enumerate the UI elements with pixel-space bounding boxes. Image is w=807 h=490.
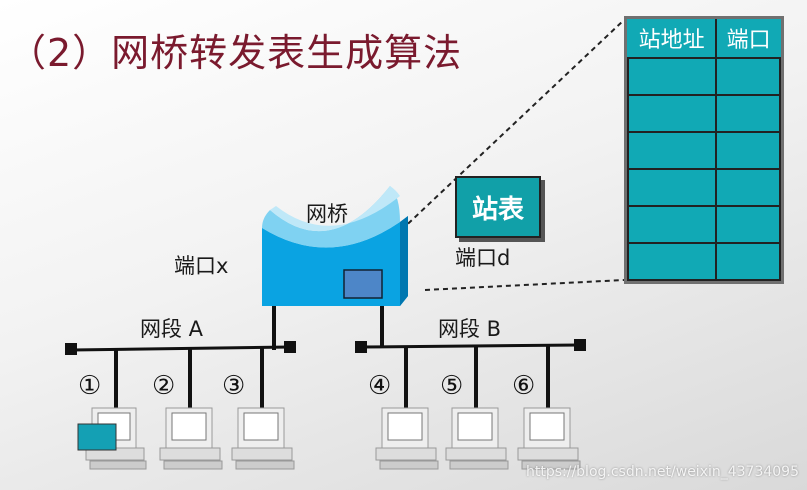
bridge-port-window bbox=[343, 269, 383, 299]
computer-4 bbox=[375, 407, 439, 470]
header-station-address: 站地址 bbox=[628, 19, 718, 59]
bridge-device bbox=[262, 186, 408, 306]
segment-a-label: 网段 A bbox=[140, 317, 204, 341]
segment-a-bus bbox=[71, 345, 291, 352]
table-row bbox=[626, 205, 781, 244]
port-x-label: 端口x bbox=[174, 254, 229, 278]
header-port: 端口 bbox=[716, 19, 780, 59]
computer-5 bbox=[445, 407, 509, 470]
page-title: （2）网桥转发表生成算法 bbox=[8, 31, 463, 75]
table-row bbox=[626, 168, 781, 207]
station-number: ⑤ bbox=[440, 371, 464, 401]
computer-3 bbox=[231, 407, 295, 470]
table-row bbox=[626, 131, 781, 170]
table-row bbox=[626, 57, 781, 96]
dashed-link-top bbox=[394, 19, 625, 237]
dashed-link-bottom bbox=[424, 279, 625, 291]
station-number: ① bbox=[78, 371, 102, 401]
station-number: ④ bbox=[368, 371, 392, 401]
station-number: ② bbox=[152, 371, 176, 401]
computer-6 bbox=[517, 407, 581, 470]
table-row bbox=[626, 242, 781, 281]
station-list-box: 站表 bbox=[455, 176, 541, 238]
computer-1 bbox=[77, 407, 147, 470]
segment-b-bus bbox=[361, 343, 581, 349]
station-number: ⑥ bbox=[512, 371, 536, 401]
bridge-label: 网桥 bbox=[306, 202, 348, 226]
forwarding-table: 站地址 端口 bbox=[624, 16, 784, 284]
table-row bbox=[626, 94, 781, 133]
segment-b-label: 网段 B bbox=[438, 317, 502, 341]
computer-2 bbox=[159, 407, 223, 470]
station-number: ③ bbox=[222, 371, 246, 401]
watermark: https://blog.csdn.net/weixin_43734095 bbox=[525, 464, 799, 480]
port-d-label: 端口d bbox=[455, 246, 511, 270]
